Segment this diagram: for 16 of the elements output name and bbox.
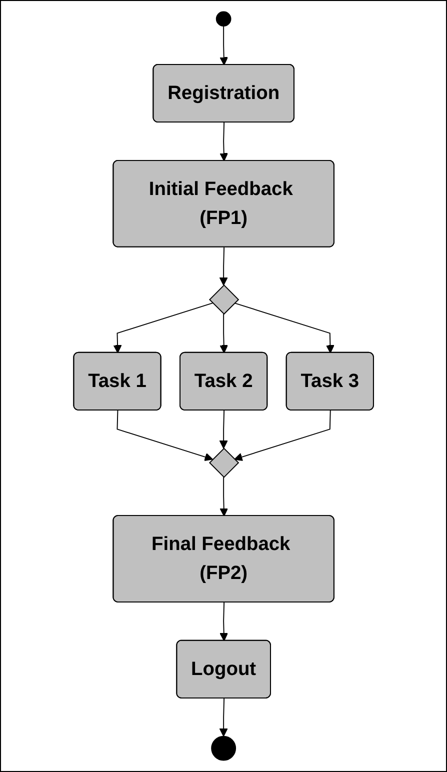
arrow (220, 602, 228, 642)
arrow (220, 122, 228, 162)
arrow (234, 302, 334, 354)
node-circle (216, 11, 232, 27)
arrow (116, 410, 213, 462)
arrow (219, 698, 228, 737)
arrow (220, 26, 228, 66)
node-diamond (208, 448, 240, 478)
arrow (219, 246, 228, 286)
arrow (219, 410, 228, 449)
arrow (234, 410, 331, 462)
node-bullseye (211, 736, 236, 761)
node-diamond (208, 284, 240, 315)
arrow (113, 302, 214, 354)
arrow (220, 314, 228, 354)
arrow (220, 476, 228, 516)
